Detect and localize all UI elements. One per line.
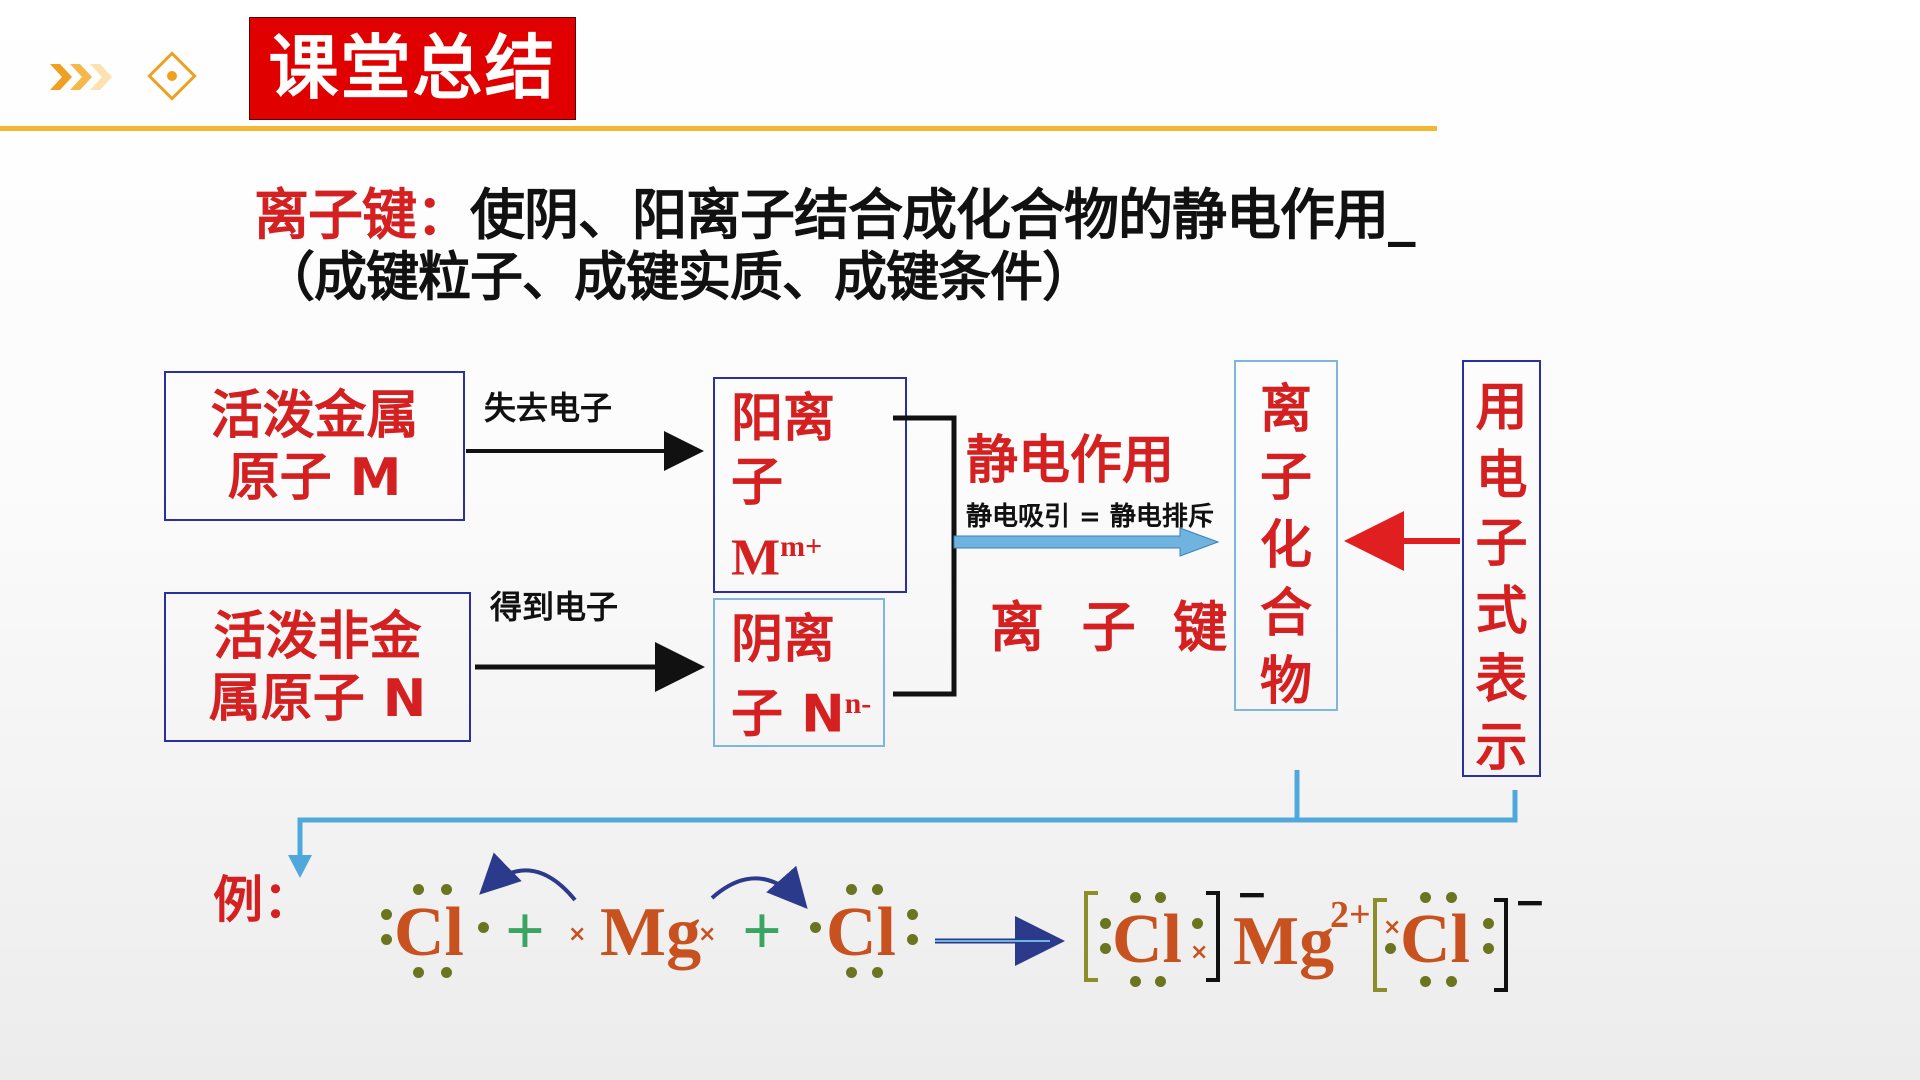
definition-colon: ： <box>416 183 471 247</box>
metal-atom-box: 活泼金属 原子 M <box>164 371 465 521</box>
example-label: 例： <box>213 871 313 929</box>
electron-formula-box: 用电子式表示 <box>1462 360 1541 778</box>
cation-box: 阳离 子 Mm+ <box>713 377 907 593</box>
bracket-right-2 <box>1494 898 1508 992</box>
mg-ion: Mg <box>1233 903 1335 980</box>
ionic-bond-label: 离 子 键 <box>990 596 1228 659</box>
cation-symbol-letter: M <box>731 529 781 587</box>
mg-ion-charge: 2+ <box>1330 894 1371 936</box>
anion-box: 阴离 子 Nn- <box>713 598 885 747</box>
anion-line2-text: 子 N <box>731 684 845 745</box>
metal-atom-line2: 原子 M <box>227 448 402 508</box>
definition-term: 离子键 <box>254 183 417 247</box>
example-connector <box>297 770 1300 858</box>
cation-charge: m+ <box>780 530 823 563</box>
cl-ion-right: Cl <box>1400 901 1470 978</box>
diamond-pencil-icon <box>146 50 198 102</box>
bracket-right-1 <box>1206 891 1220 982</box>
cl-atom-right: Cl <box>826 894 896 971</box>
definition-line: 离子键：使阴、阳离子结合成化合物的静电作用_ <box>254 170 1416 250</box>
bracket-connector <box>893 415 957 697</box>
electron-transfer-arc-right <box>710 865 808 909</box>
cation-line1: 阳离 <box>731 389 836 449</box>
ionic-compound-text: 离子化合物 <box>1259 380 1312 712</box>
cl-ion-right-charge: − <box>1514 880 1546 924</box>
anion-line1: 阴离 <box>731 610 836 670</box>
metal-atom-line1: 活泼金属 <box>210 386 419 446</box>
plus-sign-2: + <box>742 893 782 970</box>
definition-text: 使阴、阳离子结合成化合物的静电作用_ <box>470 183 1416 247</box>
electrostatic-label: 静电作用 <box>966 431 1175 491</box>
nonmetal-atom-box: 活泼非金 属原子 N <box>164 592 471 742</box>
definition-subtitle: （成键粒子、成键实质、成键条件） <box>262 247 1095 308</box>
balance-label: 静电吸引 = 静电排斥 <box>966 502 1214 532</box>
formula-connector <box>1297 790 1518 823</box>
cl-ion-left-charge: − <box>1236 872 1268 916</box>
electron-formula-text: 用电子式表示 <box>1475 378 1528 778</box>
ionic-compound-box: 离子化合物 <box>1234 360 1338 712</box>
page-title: 课堂总结 <box>249 17 576 120</box>
bracket-left-2 <box>1373 898 1387 992</box>
header-divider <box>0 126 1437 131</box>
cation-symbol: Mm+ <box>731 515 905 590</box>
nonmetal-atom-line2: 属原子 N <box>208 669 427 729</box>
anion-charge: n- <box>844 687 872 720</box>
mg-atom: Mg <box>600 894 702 971</box>
lose-electron-label: 失去电子 <box>484 389 613 427</box>
cation-line2: 子 <box>731 453 784 513</box>
cl-ion-left: Cl <box>1112 901 1182 978</box>
anion-line2: 子 Nn- <box>731 672 883 746</box>
plus-sign-1: + <box>505 893 545 970</box>
cl-atom-left: Cl <box>394 894 464 971</box>
electrostatic-arrow <box>953 527 1220 557</box>
example-connector-head <box>288 855 312 878</box>
nonmetal-atom-line1: 活泼非金 <box>213 607 422 667</box>
bracket-left-1 <box>1084 891 1098 982</box>
gain-electron-label: 得到电子 <box>490 588 619 626</box>
double-chevron-icon <box>50 60 130 94</box>
electron-transfer-arc-left <box>479 852 577 902</box>
